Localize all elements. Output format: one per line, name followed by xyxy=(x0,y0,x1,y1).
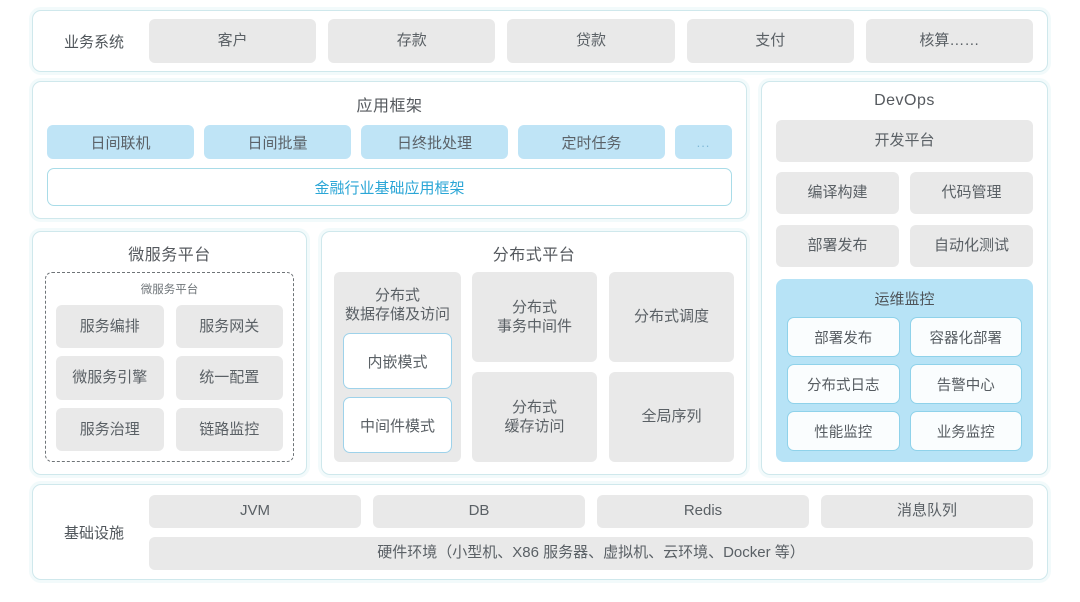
app-framework-tag[interactable]: 日终批处理 xyxy=(361,125,508,159)
business-system-tile[interactable]: 核算…… xyxy=(865,19,1034,63)
ops-monitoring-tile[interactable]: 分布式日志 xyxy=(787,364,900,404)
business-system-tile[interactable]: 存款 xyxy=(328,19,496,63)
microservice-tile[interactable]: 服务治理 xyxy=(56,407,164,451)
devops-title: DevOps xyxy=(874,92,935,109)
distributed-tile[interactable]: 分布式 事务中间件 xyxy=(472,272,597,362)
middle-band: 应用框架 日间联机 日间批量 日终批处理 定时任务 ... 金融行业基础应用框架… xyxy=(32,81,1048,475)
business-system-tile[interactable]: 贷款 xyxy=(507,19,675,63)
app-framework-tag[interactable]: 日间联机 xyxy=(47,125,194,159)
distributed-platform-grid: 分布式 事务中间件 分布式调度 分布式 缓存访问 全局序列 xyxy=(472,272,734,462)
devops-tile[interactable]: 编译构建 xyxy=(776,172,899,214)
distributed-platform-section: 分布式平台 分布式 数据存储及访问 内嵌模式 中间件模式 分布式 事务中间件 分… xyxy=(321,231,747,475)
infrastructure-tile[interactable]: JVM xyxy=(149,494,361,528)
distributed-tile[interactable]: 分布式调度 xyxy=(609,272,734,362)
platform-column: 应用框架 日间联机 日间批量 日终批处理 定时任务 ... 金融行业基础应用框架… xyxy=(32,81,747,475)
app-framework-tag[interactable]: 日间批量 xyxy=(204,125,351,159)
business-systems-label: 业务系统 xyxy=(63,33,124,51)
infrastructure-section: 基础设施 JVM DB Redis 消息队列 硬件环境（小型机、X86 服务器、… xyxy=(32,484,1048,580)
distributed-tile[interactable]: 全局序列 xyxy=(609,372,734,462)
ops-monitoring-tile[interactable]: 性能监控 xyxy=(787,411,900,451)
microservice-platform-inner-box: 微服务平台 服务编排 服务网关 微服务引擎 统一配置 服务治理 链路监控 xyxy=(45,272,294,462)
infrastructure-tile[interactable]: Redis xyxy=(597,494,809,528)
ops-monitoring-title: 运维监控 xyxy=(874,291,935,308)
ops-monitoring-tile[interactable]: 业务监控 xyxy=(909,411,1022,451)
infrastructure-content: JVM DB Redis 消息队列 硬件环境（小型机、X86 服务器、虚拟机、云… xyxy=(149,494,1033,570)
devops-tile[interactable]: 部署发布 xyxy=(776,225,899,267)
distributed-platform-title: 分布式平台 xyxy=(492,247,576,264)
devops-section: DevOps 开发平台 编译构建 代码管理 部署发布 自动化测试 运维监控 部署… xyxy=(761,81,1048,475)
distributed-storage-title: 分布式 数据存储及访问 xyxy=(344,287,450,324)
platform-lower-row: 微服务平台 微服务平台 服务编排 服务网关 微服务引擎 统一配置 服务治理 链路… xyxy=(32,231,747,475)
business-systems-tiles: 客户 存款 贷款 支付 核算…… xyxy=(149,19,1034,63)
middleware-mode-tile[interactable]: 中间件模式 xyxy=(343,397,452,453)
embedded-mode-tile[interactable]: 内嵌模式 xyxy=(343,333,452,390)
financial-foundation-framework-bar[interactable]: 金融行业基础应用框架 xyxy=(47,168,732,206)
application-framework-section: 应用框架 日间联机 日间批量 日终批处理 定时任务 ... 金融行业基础应用框架 xyxy=(32,81,747,219)
devops-tile[interactable]: 自动化测试 xyxy=(910,225,1033,267)
ops-monitoring-tile[interactable]: 容器化部署 xyxy=(909,317,1022,357)
distributed-tile[interactable]: 分布式 缓存访问 xyxy=(472,372,597,462)
infrastructure-tile[interactable]: DB xyxy=(373,494,585,528)
app-framework-more-tag[interactable]: ... xyxy=(675,125,732,159)
application-framework-tags: 日间联机 日间批量 日终批处理 定时任务 ... xyxy=(47,125,732,159)
business-system-tile[interactable]: 支付 xyxy=(686,19,854,63)
microservice-platform-section: 微服务平台 微服务平台 服务编排 服务网关 微服务引擎 统一配置 服务治理 链路… xyxy=(32,231,307,475)
application-framework-title: 应用框架 xyxy=(356,98,423,115)
microservice-tile[interactable]: 统一配置 xyxy=(175,356,283,400)
infrastructure-tiles: JVM DB Redis 消息队列 xyxy=(149,494,1033,528)
microservice-platform-grid: 服务编排 服务网关 微服务引擎 统一配置 服务治理 链路监控 xyxy=(56,305,283,451)
distributed-storage-card[interactable]: 分布式 数据存储及访问 内嵌模式 中间件模式 xyxy=(334,272,461,462)
infrastructure-tile[interactable]: 消息队列 xyxy=(821,494,1033,528)
devops-platform-tile[interactable]: 开发平台 xyxy=(776,120,1033,162)
microservice-tile[interactable]: 微服务引擎 xyxy=(56,356,164,400)
app-framework-tag[interactable]: 定时任务 xyxy=(518,125,665,159)
microservice-tile[interactable]: 服务网关 xyxy=(175,305,283,349)
business-systems-section: 业务系统 客户 存款 贷款 支付 核算…… xyxy=(32,10,1048,72)
microservice-platform-inner-title: 微服务平台 xyxy=(140,284,199,296)
hardware-environment-tile[interactable]: 硬件环境（小型机、X86 服务器、虚拟机、云环境、Docker 等） xyxy=(149,536,1033,570)
devops-tile[interactable]: 代码管理 xyxy=(910,172,1033,214)
business-system-tile[interactable]: 客户 xyxy=(149,19,317,63)
ops-monitoring-tile[interactable]: 部署发布 xyxy=(787,317,900,357)
ops-monitoring-tile[interactable]: 告警中心 xyxy=(909,364,1022,404)
microservice-platform-title: 微服务平台 xyxy=(128,247,211,264)
ops-monitoring-panel: 运维监控 部署发布 容器化部署 分布式日志 告警中心 性能监控 业务监控 xyxy=(776,279,1033,462)
infrastructure-label: 基础设施 xyxy=(63,524,124,542)
devops-grid: 编译构建 代码管理 部署发布 自动化测试 xyxy=(776,172,1033,267)
microservice-tile[interactable]: 链路监控 xyxy=(175,407,283,451)
distributed-platform-body: 分布式 数据存储及访问 内嵌模式 中间件模式 分布式 事务中间件 分布式调度 分… xyxy=(334,272,734,462)
microservice-tile[interactable]: 服务编排 xyxy=(56,305,164,349)
ops-monitoring-grid: 部署发布 容器化部署 分布式日志 告警中心 性能监控 业务监控 xyxy=(787,317,1022,451)
